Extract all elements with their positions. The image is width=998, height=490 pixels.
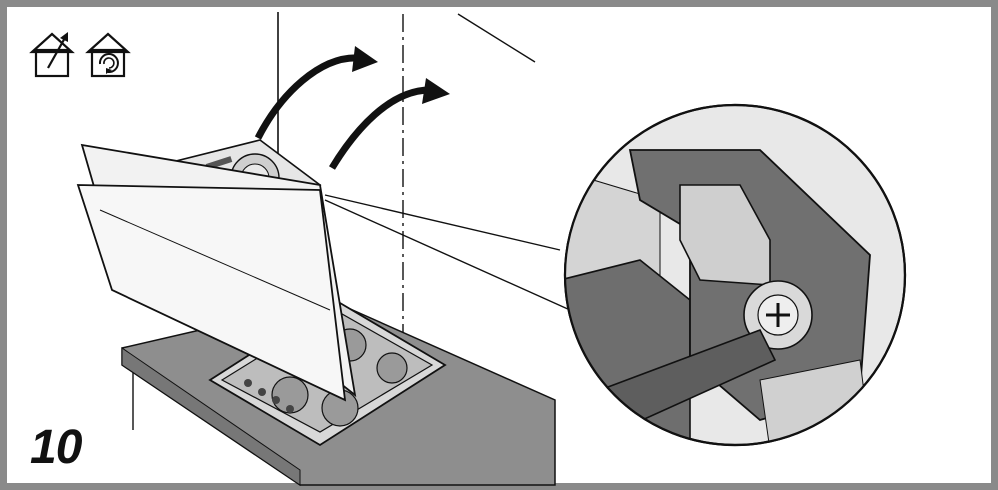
lift-arrow-right — [329, 78, 450, 170]
installation-mode-icons — [28, 30, 132, 80]
step-number: 10 — [30, 421, 82, 474]
bracket-channel — [565, 259, 691, 441]
ducted-extraction-icon — [29, 32, 75, 78]
lift-arrow-left — [254, 46, 378, 140]
ceiling-line — [457, 13, 536, 63]
callout-leader — [324, 194, 561, 251]
detail-magnifier — [563, 103, 907, 447]
callout-leader — [324, 199, 571, 311]
recirculation-icon — [85, 32, 131, 78]
cooker-hood — [76, 139, 357, 402]
glass-panel-front — [76, 184, 347, 402]
